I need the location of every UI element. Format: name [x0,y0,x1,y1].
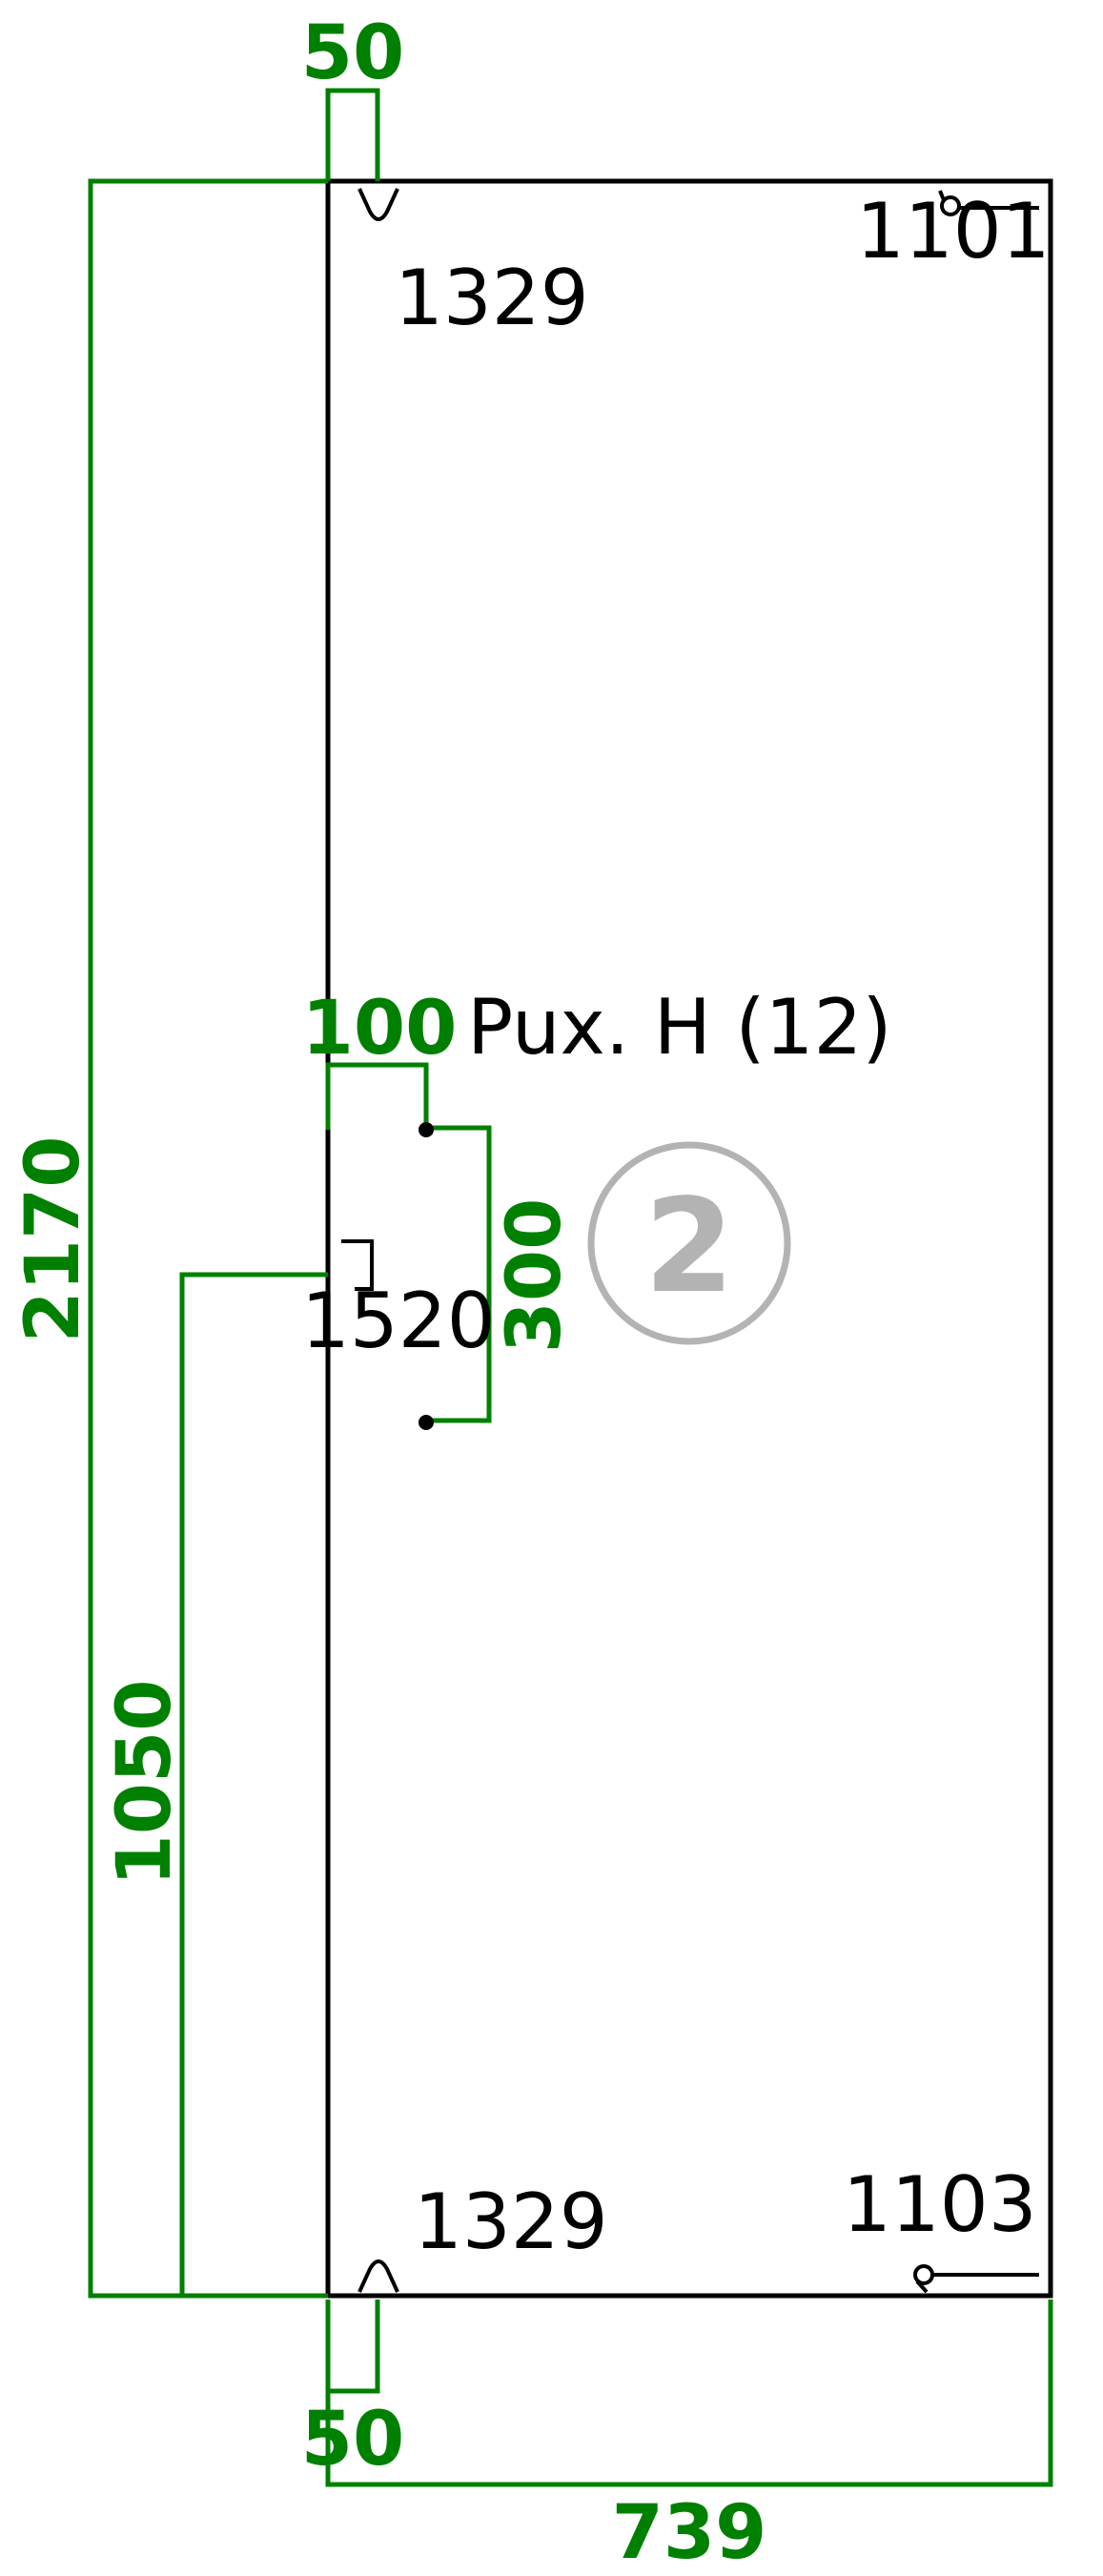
dimension-hinge-height: 1050 [102,1272,328,2296]
top-right-fitting-code: 1101 [856,187,1051,276]
dimension-top-offset-value: 50 [301,10,405,96]
bottom-right-fitting-icon [913,2264,1039,2294]
dimension-handle-inset-value: 100 [302,986,458,1072]
dimension-bottom-offset-value: 50 [301,2397,405,2483]
dimension-top-offset: 50 [301,10,405,181]
top-hinge-code: 1329 [395,254,589,342]
handle-hole-top [419,1122,434,1137]
part-number-badge: 2 [587,1141,791,1345]
dimension-total-height-value: 2170 [10,1135,96,1342]
handle-note: Pux. H (12) [467,983,892,1072]
dimension-handle-spacing-value: 300 [492,1198,578,1354]
dimension-bottom-offset: 50 [301,2300,405,2483]
top-hinge-icon [357,188,399,221]
dimension-total-width: 739 [325,2300,1053,2576]
top-right-fitting-icon [938,190,1039,216]
bottom-right-fitting-code: 1103 [843,2160,1037,2249]
dimension-total-height: 2170 [10,178,328,2299]
handle-code: 1520 [301,1277,496,1365]
door-panel-outline [325,178,1053,2299]
dimension-handle-spacing: 300 [426,1125,578,1423]
handle-hole-bottom [419,1415,434,1430]
part-number: 2 [644,1172,735,1322]
handle-symbol-icon [341,1239,374,1291]
bottom-hinge-code: 1329 [414,2177,608,2266]
dimension-handle-inset: 100 [302,986,458,1130]
dimension-total-width-value: 739 [612,2490,767,2576]
dimension-hinge-height-value: 1050 [102,1679,188,1886]
bottom-hinge-icon [357,2259,399,2293]
